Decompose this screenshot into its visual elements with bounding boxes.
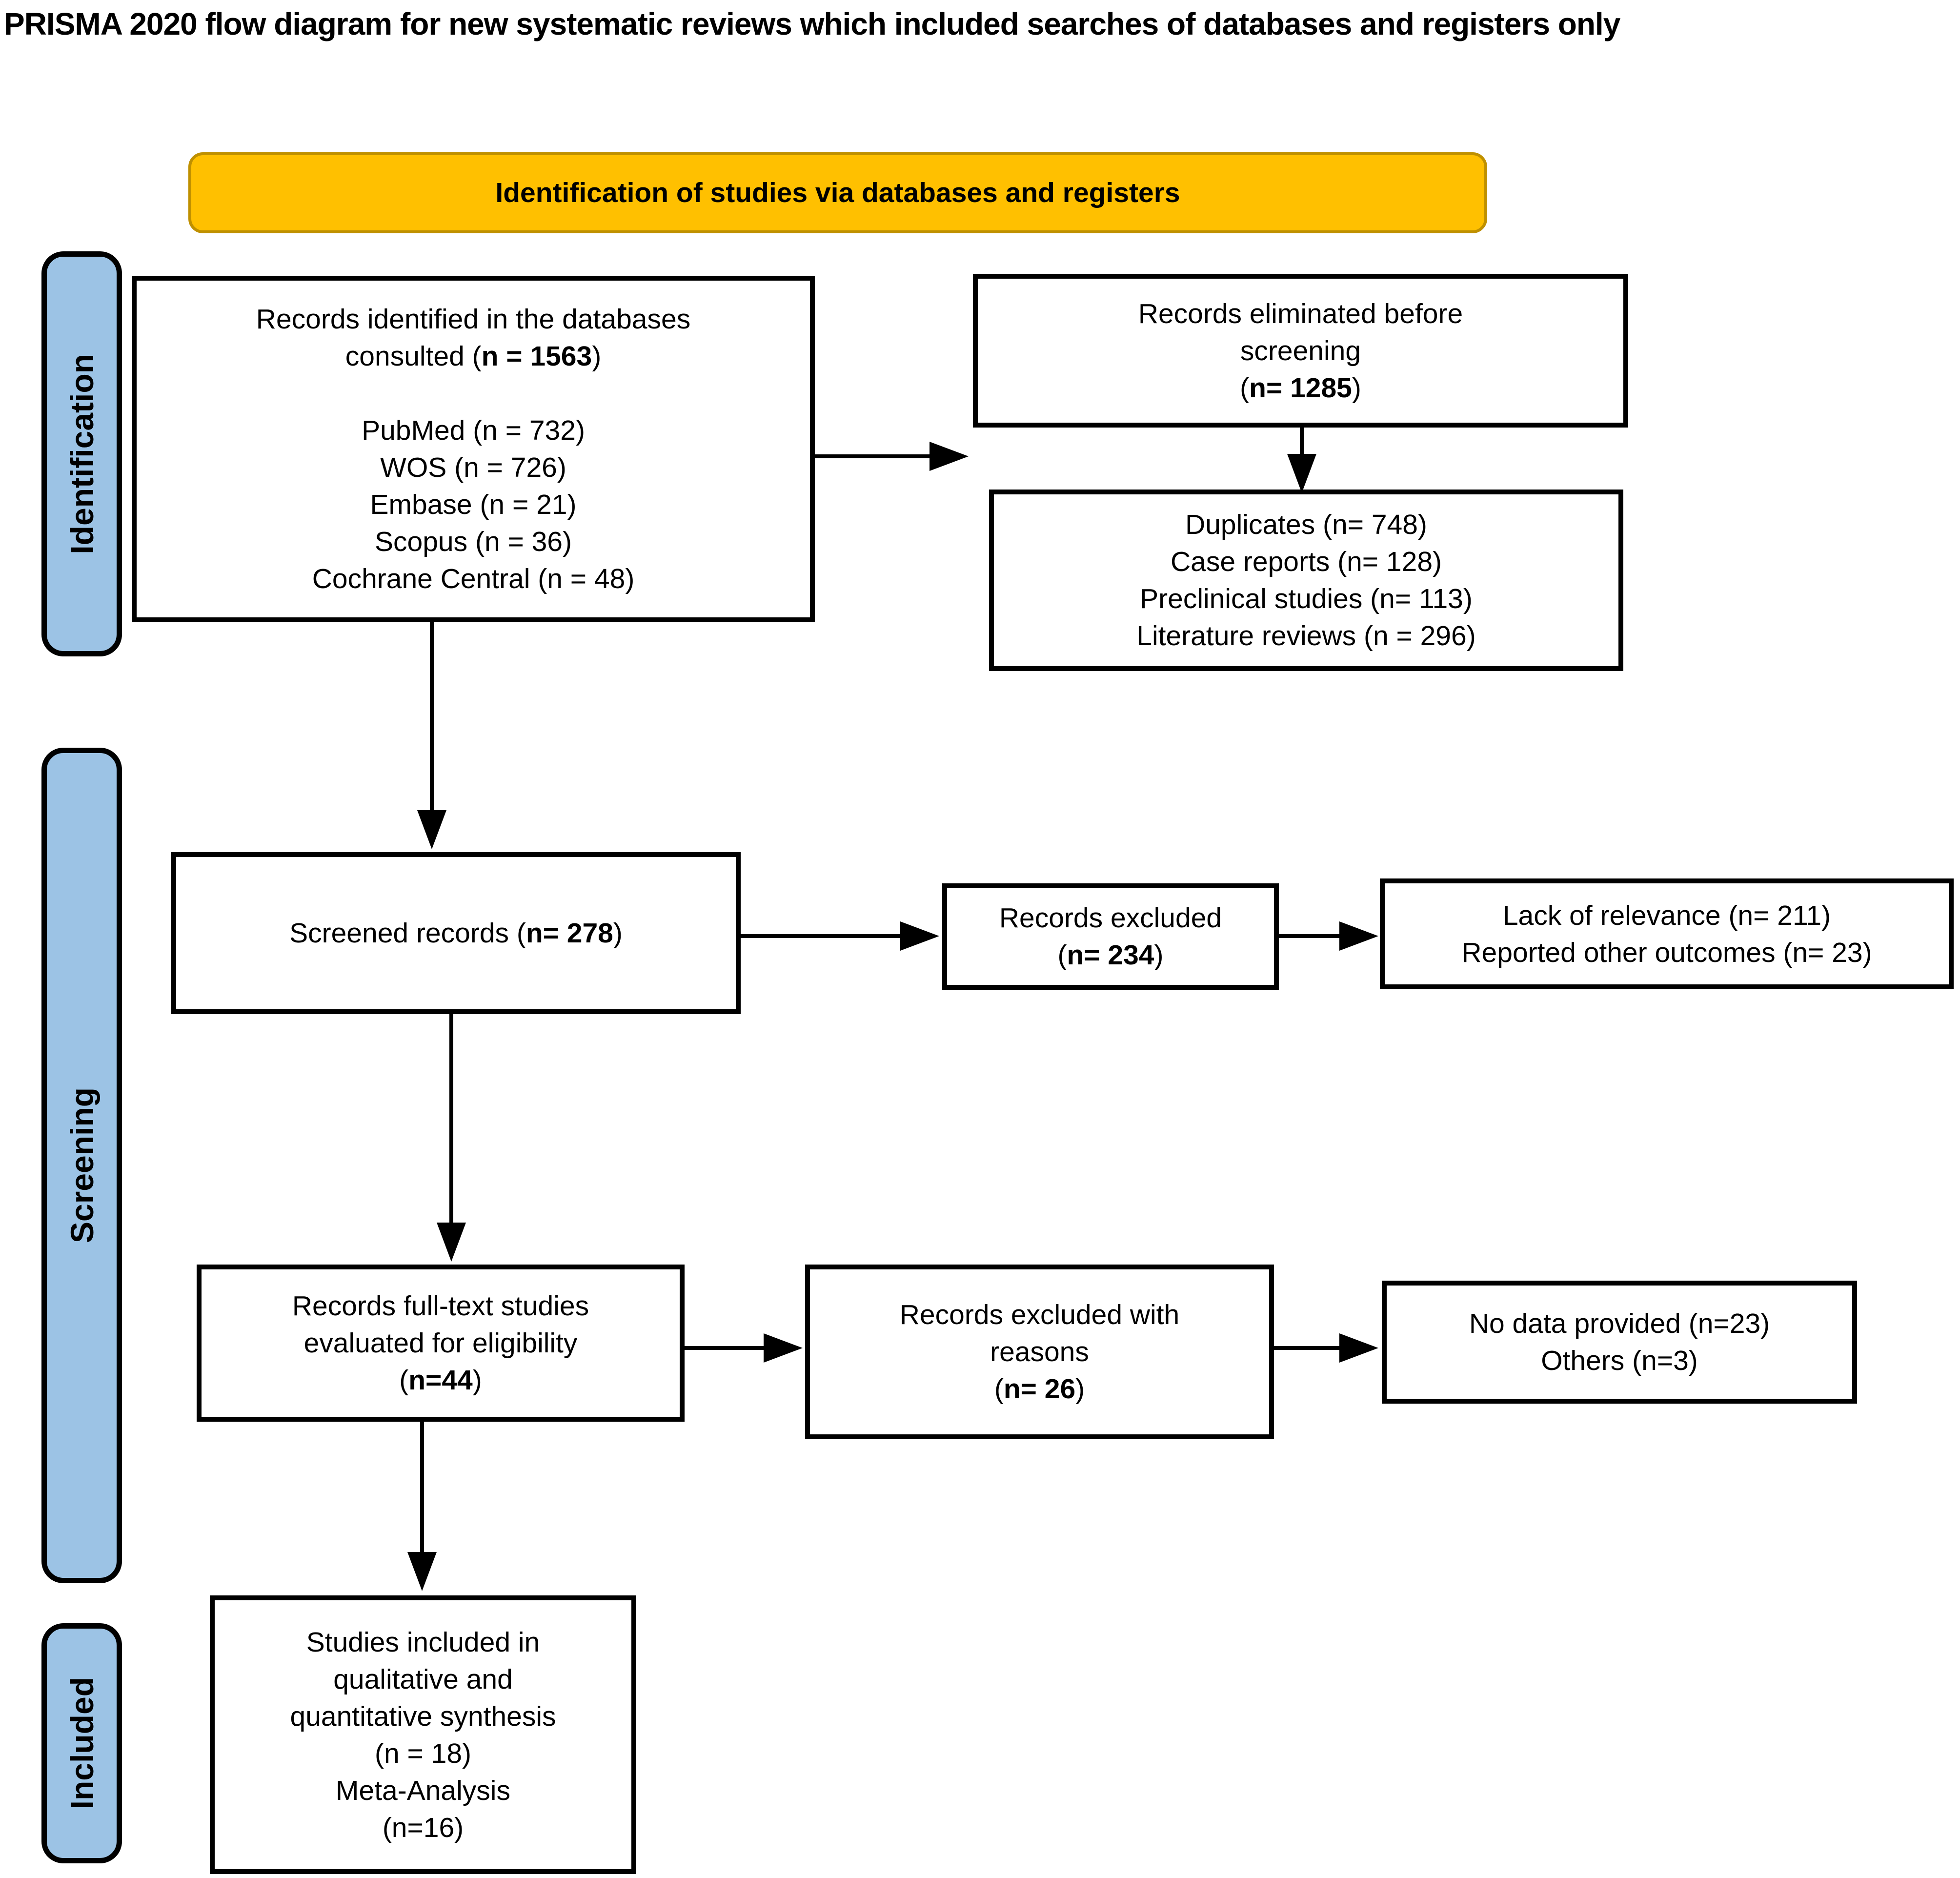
arrow-identified-to-eliminated-line	[815, 454, 932, 458]
stage-screening-text: Screening	[63, 1087, 100, 1244]
fulltext-line1: Records full-text studies	[292, 1290, 589, 1322]
records-excluded-count-line: (n= 234)	[1057, 939, 1164, 971]
records-excluded-count: n= 234	[1067, 939, 1154, 971]
source-scopus: Scopus (n = 36)	[375, 526, 572, 557]
box-screened-records: Screened records (n= 278)	[171, 852, 741, 1014]
included-line3: quantitative synthesis	[290, 1700, 556, 1732]
box-fulltext-exclusion-reasons: No data provided (n=23) Others (n=3)	[1382, 1281, 1857, 1404]
banner-label: Identification of studies via databases …	[495, 177, 1180, 208]
reason-literature-reviews: Literature reviews (n = 296)	[1136, 620, 1476, 652]
records-identified-count: n = 1563	[481, 341, 592, 372]
fulltext-count: n=44	[408, 1365, 473, 1396]
box-excluded-with-reasons: Records excluded with reasons (n= 26)	[805, 1265, 1274, 1439]
included-meta-count: (n=16)	[382, 1812, 464, 1843]
reason-other-outcomes: Reported other outcomes (n= 23)	[1461, 937, 1872, 968]
excluded-with-reasons-line1: Records excluded with	[899, 1299, 1180, 1330]
arrow-excludedreasons-to-nodata-head	[1339, 1333, 1378, 1363]
box-records-excluded: Records excluded (n= 234)	[942, 883, 1279, 990]
arrow-fulltext-to-included-line	[420, 1422, 424, 1553]
arrow-fulltext-to-excluded-line	[685, 1346, 765, 1350]
arrow-eliminated-to-reasons-line	[1300, 428, 1304, 457]
arrow-identified-to-screened-head	[417, 810, 446, 849]
included-count: (n = 18)	[374, 1737, 472, 1769]
banner-identification-of-studies: Identification of studies via databases …	[188, 152, 1487, 233]
included-meta-analysis: Meta-Analysis	[336, 1775, 510, 1806]
stage-label-included: Included	[41, 1623, 122, 1863]
reason-no-data: No data provided (n=23)	[1469, 1308, 1770, 1339]
records-eliminated-count-line: (n= 1285)	[1240, 372, 1361, 404]
box-elimination-reasons: Duplicates (n= 748) Case reports (n= 128…	[989, 490, 1623, 671]
source-wos: WOS (n = 726)	[380, 452, 566, 483]
stage-included-text: Included	[63, 1677, 100, 1810]
arrow-excludedreasons-to-nodata-line	[1274, 1346, 1342, 1350]
reason-preclinical: Preclinical studies (n= 113)	[1140, 583, 1473, 614]
records-identified-line2: consulted (n = 1563)	[345, 341, 602, 372]
included-line2: qualitative and	[333, 1663, 513, 1695]
box-records-eliminated: Records eliminated before screening (n= …	[973, 274, 1628, 428]
records-eliminated-line1: Records eliminated before	[1138, 298, 1463, 329]
excluded-with-reasons-count: n= 26	[1003, 1373, 1076, 1405]
stage-label-identification: Identification	[41, 251, 122, 656]
box-studies-included: Studies included in qualitative and quan…	[210, 1595, 636, 1874]
screened-records-line: Screened records (n= 278)	[289, 918, 623, 949]
source-cochrane: Cochrane Central (n = 48)	[312, 563, 635, 594]
spacer	[137, 375, 810, 412]
records-identified-line1: Records identified in the databases	[256, 304, 691, 335]
arrow-fulltext-to-included-head	[407, 1552, 437, 1591]
arrow-eliminated-to-reasons-head	[1287, 454, 1316, 493]
arrow-excluded-to-reasons-line	[1279, 934, 1342, 938]
records-eliminated-count: n= 1285	[1249, 372, 1352, 404]
included-line1: Studies included in	[306, 1626, 540, 1658]
source-embase: Embase (n = 21)	[370, 489, 577, 520]
arrow-screened-to-fulltext-line	[449, 1014, 453, 1224]
arrow-fulltext-to-excluded-head	[764, 1333, 803, 1363]
arrow-excluded-to-reasons-head	[1339, 921, 1378, 951]
fulltext-count-line: (n=44)	[399, 1365, 482, 1396]
arrow-screened-to-fulltext-head	[437, 1223, 466, 1262]
reason-lack-of-relevance: Lack of relevance (n= 211)	[1502, 899, 1831, 931]
stage-identification-text: Identification	[63, 353, 100, 554]
reason-case-reports: Case reports (n= 128)	[1170, 546, 1442, 577]
reason-others: Others (n=3)	[1541, 1345, 1698, 1376]
arrow-identified-to-screened-line	[430, 622, 434, 813]
arrow-screened-to-excluded-head	[900, 921, 939, 951]
arrow-identified-to-eliminated-head	[929, 442, 969, 471]
page-title: PRISMA 2020 flow diagram for new systema…	[4, 6, 1620, 41]
box-records-identified: Records identified in the databases cons…	[132, 276, 815, 622]
source-pubmed: PubMed (n = 732)	[362, 415, 585, 446]
records-eliminated-line2: screening	[1240, 335, 1361, 367]
arrow-screened-to-excluded-line	[741, 934, 902, 938]
excluded-with-reasons-count-line: (n= 26)	[994, 1373, 1085, 1405]
box-fulltext-evaluated: Records full-text studies evaluated for …	[197, 1265, 685, 1422]
records-excluded-line1: Records excluded	[999, 902, 1222, 934]
reason-duplicates: Duplicates (n= 748)	[1185, 509, 1427, 540]
excluded-with-reasons-line2: reasons	[990, 1336, 1089, 1368]
fulltext-line2: evaluated for eligibility	[303, 1327, 578, 1359]
stage-label-screening: Screening	[41, 748, 122, 1583]
screened-records-count: n= 278	[525, 918, 613, 949]
box-exclusion-reasons: Lack of relevance (n= 211) Reported othe…	[1380, 878, 1954, 989]
